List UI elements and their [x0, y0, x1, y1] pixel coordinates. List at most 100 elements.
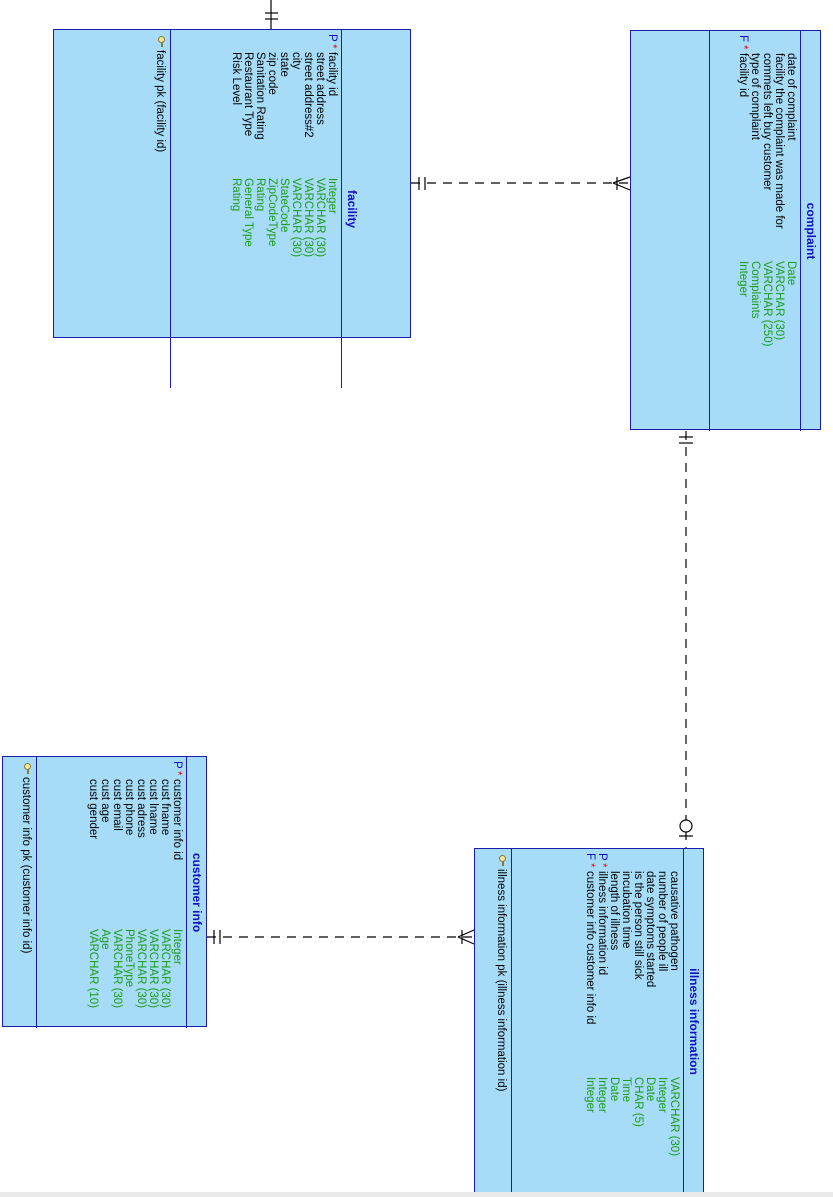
attribute-type: Date — [644, 1077, 656, 1102]
status-bar — [0, 1192, 833, 1197]
attribute-type: VARCHAR (30) — [314, 178, 326, 258]
primary-key-row[interactable]: customer info pk (customer info id) — [20, 757, 32, 1028]
attribute-name: street address — [314, 52, 326, 125]
attribute-name: facility the complaint was made for — [773, 53, 785, 229]
primary-key-row[interactable]: illness information pk (illness informat… — [495, 849, 507, 1194]
key-icon — [22, 763, 32, 773]
attribute-name: cust email — [111, 779, 123, 831]
attribute-name: cust lname — [147, 779, 159, 835]
primary-key-row[interactable]: facility pk (facility id) — [154, 30, 166, 388]
key-list — [705, 31, 709, 431]
attribute-key-flag: P — [326, 34, 338, 42]
entity-title: illness information — [683, 849, 705, 1194]
attribute-name: facility id — [737, 53, 749, 98]
attribute-type: Complaints — [749, 261, 761, 319]
attribute-key-flag: F — [584, 853, 596, 861]
primary-key-label: illness information pk (illness informat… — [495, 869, 507, 1092]
attribute-type: Integer — [656, 1077, 668, 1113]
attribute-name: illness information id — [596, 871, 608, 976]
entity-title: customer info — [186, 757, 208, 1028]
attribute-name: type of complaint — [749, 53, 761, 140]
attribute-required-mark: * — [737, 45, 749, 50]
attribute-name: state — [278, 52, 290, 77]
attribute-type: Rating — [230, 178, 242, 212]
attribute-type: Date — [785, 261, 797, 286]
attribute-name: is the person still sick — [632, 871, 644, 980]
attribute-type: PhoneType — [123, 929, 135, 988]
attribute-key-flag: F — [737, 35, 749, 43]
primary-key-label: customer info pk (customer info id) — [20, 777, 32, 954]
attribute-name: Risk Level — [230, 52, 242, 106]
entity-title: complaint — [800, 31, 822, 431]
attribute-type: CHAR (5) — [632, 1077, 644, 1127]
attribute-type: VARCHAR (30) — [135, 929, 147, 1009]
relationship-facility-complaint — [411, 176, 631, 191]
attribute-required-mark: * — [584, 863, 596, 868]
primary-key-label: facility pk (facility id) — [154, 50, 166, 153]
attribute-name: zip code — [266, 52, 278, 95]
attribute-name: number of people ill — [656, 871, 668, 972]
attribute-type: VARCHAR (30) — [147, 929, 159, 1009]
attribute-type: VARCHAR (30) — [290, 178, 302, 258]
attribute-type: VARCHAR (250) — [761, 261, 773, 347]
attribute-name: causative pathogen — [668, 871, 680, 971]
attribute-name: incubation time — [620, 871, 632, 949]
attribute-type: Integer — [596, 1077, 608, 1113]
attribute-name: city — [290, 52, 302, 70]
attribute-type: VARCHAR (30) — [302, 178, 314, 258]
attribute-row[interactable]: F * facility id Integer — [737, 31, 749, 431]
attribute-type: Rating — [254, 178, 266, 212]
attribute-name: customer info customer info id — [584, 871, 596, 1025]
attribute-name: customer info id — [171, 779, 183, 861]
attribute-type: VARCHAR (30) — [668, 1077, 680, 1157]
attribute-type: StateCode — [278, 178, 290, 233]
attribute-name: cust gender — [87, 779, 99, 840]
attribute-type: VARCHAR (10) — [87, 929, 99, 1009]
attribute-name: facility id — [326, 52, 338, 97]
key-list: illness information pk (illness informat… — [495, 849, 511, 1194]
attribute-type: Integer — [737, 261, 749, 297]
attribute-name: Restaurant Type — [242, 52, 254, 137]
